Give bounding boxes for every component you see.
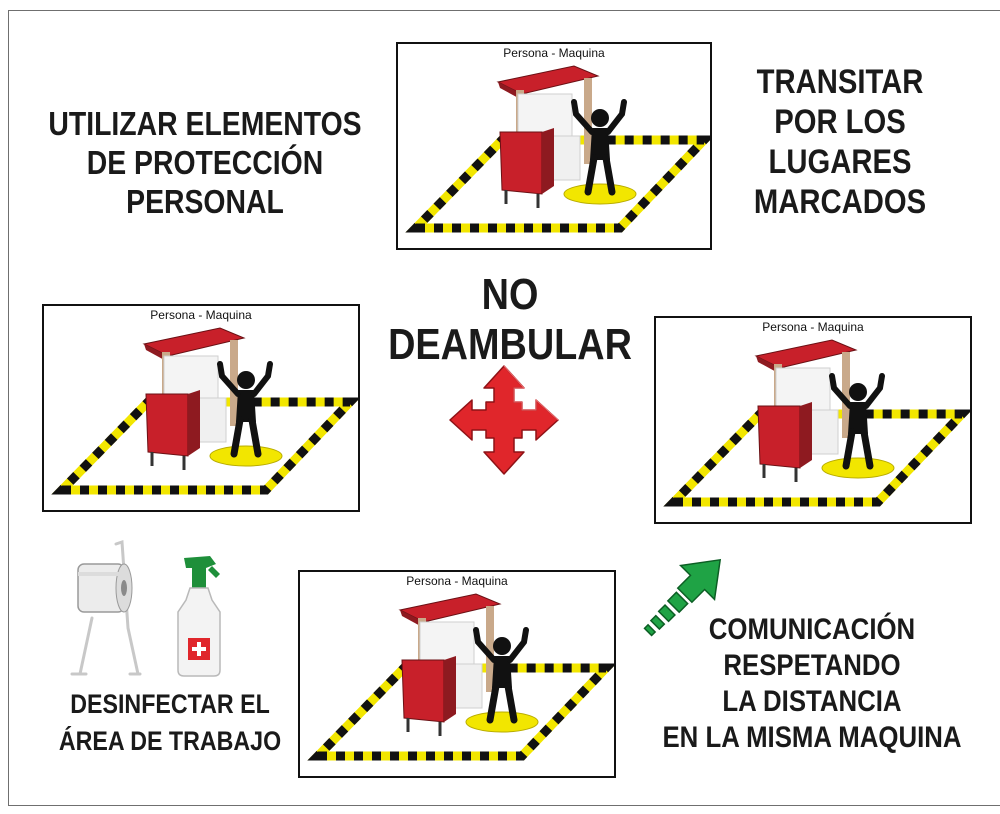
heading-communication-line-1: COMUNICACIÓN bbox=[708, 613, 916, 646]
dashed-arrow-icon bbox=[643, 558, 722, 637]
heading-ppe-line-1: UTILIZAR ELEMENTOS bbox=[48, 105, 362, 142]
heading-no-wander-line-1: NO bbox=[481, 270, 539, 319]
heading-transit: TRANSITAR POR LOS LUGARES MARCADOS bbox=[737, 62, 943, 222]
machine-panel-top: Persona - Maquina bbox=[396, 42, 712, 250]
panel-caption: Persona - Maquina bbox=[762, 320, 864, 334]
poster-frame bbox=[8, 10, 1000, 806]
heading-disinfect: DESINFECTAR EL ÁREA DE TRABAJO bbox=[58, 686, 282, 760]
heading-disinfect-line-2: ÁREA DE TRABAJO bbox=[58, 726, 282, 756]
heading-no-wander: NO DEAMBULAR bbox=[381, 270, 639, 370]
heading-transit-line-2: POR LOS bbox=[774, 103, 906, 141]
heading-disinfect-line-1: DESINFECTAR EL bbox=[70, 689, 270, 719]
heading-transit-line-3: LUGARES bbox=[768, 143, 912, 181]
heading-ppe: UTILIZAR ELEMENTOS DE PROTECCIÓN PERSONA… bbox=[46, 104, 364, 221]
heading-communication-line-2: RESPETANDO bbox=[723, 649, 901, 682]
panel-caption: Persona - Maquina bbox=[406, 574, 508, 588]
four-arrow-cross-icon bbox=[449, 365, 559, 475]
heading-no-wander-line-2: DEAMBULAR bbox=[388, 320, 632, 369]
heading-transit-line-1: TRANSITAR bbox=[756, 63, 924, 101]
panel-caption: Persona - Maquina bbox=[503, 46, 605, 60]
machine-panel-bottom: Persona - Maquina bbox=[298, 570, 616, 778]
heading-communication: COMUNICACIÓN RESPETANDO LA DISTANCIA EN … bbox=[650, 612, 973, 756]
heading-ppe-line-2: DE PROTECCIÓN bbox=[86, 144, 324, 181]
heading-ppe-line-3: PERSONAL bbox=[126, 183, 284, 220]
heading-transit-line-4: MARCADOS bbox=[753, 183, 927, 221]
spray-bottle-icon bbox=[177, 556, 221, 677]
machine-panel-right: Persona - Maquina bbox=[654, 316, 972, 524]
panel-caption: Persona - Maquina bbox=[150, 308, 252, 322]
heading-communication-line-3: LA DISTANCIA bbox=[722, 685, 902, 718]
paper-towel-dispenser-icon bbox=[70, 539, 142, 676]
machine-panel-left: Persona - Maquina bbox=[42, 304, 360, 512]
heading-communication-line-4: EN LA MISMA MAQUINA bbox=[662, 721, 962, 754]
